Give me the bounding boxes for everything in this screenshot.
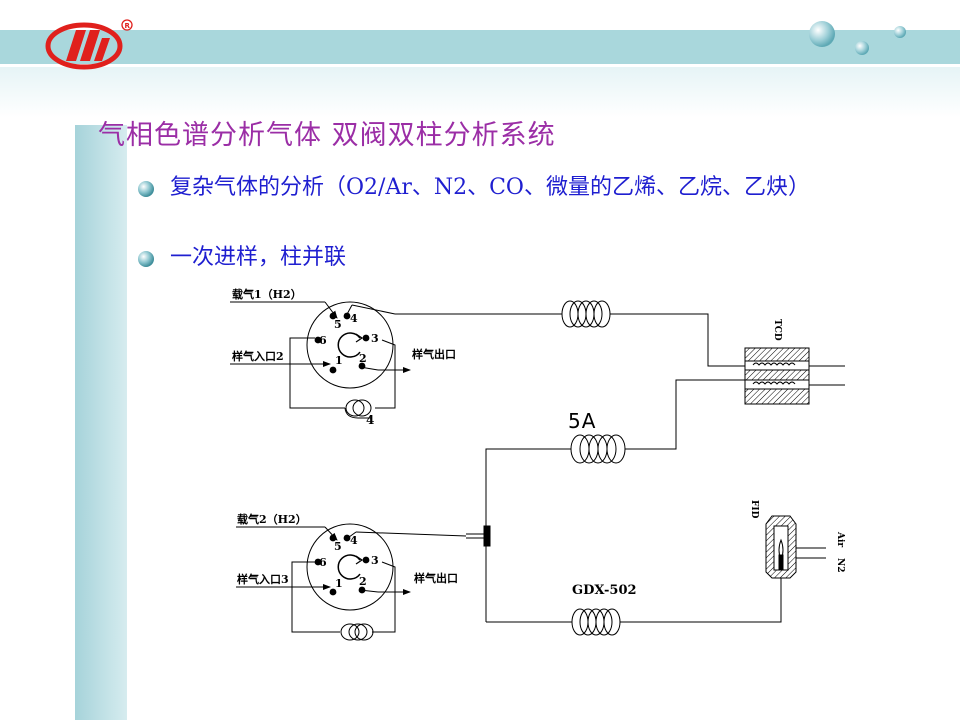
sample-outlet-1-label: 样气出口 bbox=[412, 347, 456, 361]
svg-text:R: R bbox=[125, 22, 131, 30]
bullet-text-1: 复杂气体的分析（O2/Ar、N2、CO、微量的乙烯、乙烷、乙炔） bbox=[170, 175, 810, 200]
svg-text:4: 4 bbox=[350, 534, 358, 547]
svg-text:1: 1 bbox=[335, 577, 343, 590]
svg-text:2: 2 bbox=[359, 575, 367, 588]
svg-text:5: 5 bbox=[334, 540, 342, 553]
bullet-text-2: 一次进样，柱并联 bbox=[170, 245, 347, 270]
fid-label: FID bbox=[749, 500, 759, 519]
svg-text:6: 6 bbox=[319, 334, 327, 347]
column-gdx502-coil bbox=[486, 578, 782, 636]
slide-title: 气相色谱分析气体 双阀双柱分析系统 bbox=[98, 120, 556, 151]
loop-label: 4 bbox=[366, 413, 374, 427]
sample-outlet-2-label: 样气出口 bbox=[414, 571, 458, 585]
header-banner bbox=[0, 30, 960, 64]
air-label: Air bbox=[835, 531, 845, 547]
left-accent-bar bbox=[75, 125, 127, 720]
carrier-gas-1-label: 载气1（H2） bbox=[232, 287, 302, 301]
column-coil-top bbox=[555, 300, 745, 367]
valve-2-port-numbers: 5 4 3 2 1 6 bbox=[319, 534, 379, 590]
column-5a-label: 5A bbox=[568, 409, 596, 433]
n2-label: N2 bbox=[835, 558, 845, 573]
svg-text:6: 6 bbox=[319, 556, 327, 569]
svg-text:3: 3 bbox=[371, 332, 379, 345]
tcd-label: TCD bbox=[772, 319, 782, 341]
valve-2 bbox=[236, 523, 467, 641]
tcd-detector bbox=[675, 347, 845, 405]
svg-text:5: 5 bbox=[334, 318, 342, 331]
valve-1-port-numbers: 5 4 3 2 1 6 bbox=[319, 312, 379, 367]
svg-text:2: 2 bbox=[359, 352, 367, 365]
tee-junction bbox=[466, 525, 491, 622]
svg-text:3: 3 bbox=[371, 554, 379, 567]
sample-inlet-3-label: 样气入口3 bbox=[237, 572, 289, 586]
column-5a-coil bbox=[485, 380, 677, 536]
column-gdx502-label: GDX-502 bbox=[572, 583, 637, 598]
bullet-sphere-icon bbox=[138, 251, 154, 267]
fid-detector bbox=[765, 515, 826, 579]
carrier-gas-2-label: 载气2（H2） bbox=[237, 512, 307, 526]
svg-text:4: 4 bbox=[350, 312, 358, 325]
sample-inlet-2-label: 样气入口2 bbox=[232, 349, 284, 363]
company-logo-icon: R bbox=[45, 19, 133, 70]
valve-2-ports bbox=[314, 534, 370, 596]
svg-text:1: 1 bbox=[335, 354, 343, 367]
valve-1-ports bbox=[314, 312, 370, 374]
header-gradient bbox=[0, 67, 960, 123]
bullet-sphere-icon bbox=[138, 181, 154, 197]
water-drops-decoration bbox=[809, 21, 906, 55]
header-divider bbox=[0, 64, 960, 67]
